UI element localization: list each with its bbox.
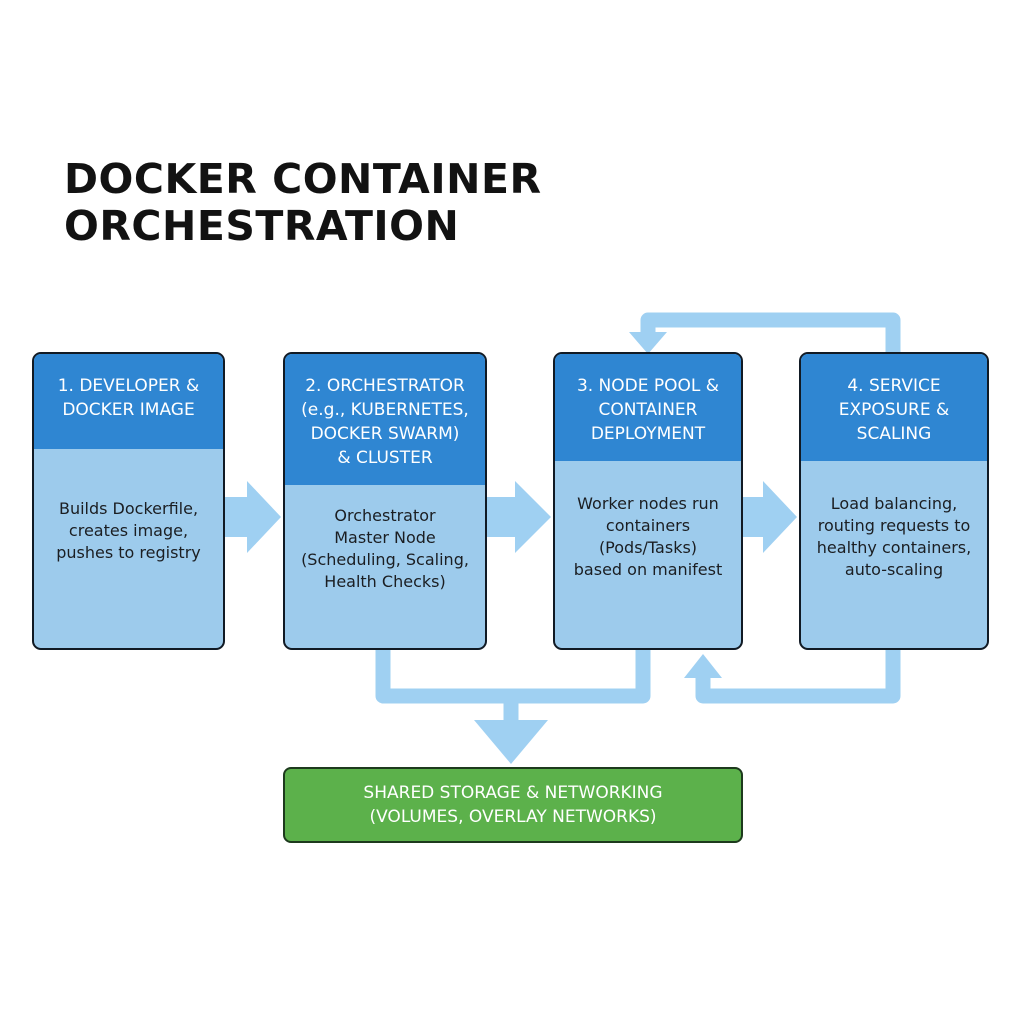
step-4-heading: 4. SERVICE EXPOSURE & SCALING [801,354,987,461]
step-1-heading: 1. DEVELOPER & DOCKER IMAGE [34,354,223,449]
title-line-1: DOCKER CONTAINER [64,155,542,203]
merge-step2-to-storage [375,650,519,722]
step-2-heading-line: & CLUSTER [337,448,433,468]
step-3-node-pool-deployment: 3. NODE POOL & CONTAINER DEPLOYMENT Work… [553,352,743,650]
step-3-heading: 3. NODE POOL & CONTAINER DEPLOYMENT [555,354,741,461]
step-4-body-line: healthy containers, [816,537,972,557]
step-4-body-line: auto-scaling [844,559,944,579]
arrowhead-loop-top [629,332,667,354]
title-line-2: ORCHESTRATION [64,202,460,250]
step-4-heading-line: 4. SERVICE [847,376,941,396]
arrow-step2-to-step3 [487,481,551,553]
step-2-heading: 2. ORCHESTRATOR (e.g., KUBERNETES, DOCKE… [285,354,485,485]
step-3-body-line: Worker nodes run [577,493,719,513]
storage-line-2: (VOLUMES, OVERLAY NETWORKS) [369,807,657,827]
step-4-body-line: routing requests to [817,515,971,535]
storage-line-1: SHARED STORAGE & NETWORKING [363,783,663,803]
step-1-heading-line: DOCKER IMAGE [62,400,195,420]
step-2-heading-line: (e.g., KUBERNETES, [301,400,469,420]
merge-step3-to-storage [511,650,651,704]
step-1-body-line: pushes to registry [56,542,201,562]
step-4-heading-line: EXPOSURE & [838,400,950,420]
step-2-heading-line: DOCKER SWARM) [310,424,460,444]
diagram-title: DOCKER CONTAINER ORCHESTRATION [64,156,542,250]
loop-bottom-step4-to-step3 [695,650,901,704]
step-3-body-line: containers [605,515,691,535]
step-3-body-line: (Pods/Tasks) [598,537,698,557]
step-3-heading-line: CONTAINER [598,400,698,420]
step-2-body-line: (Scheduling, Scaling, [301,549,469,569]
loop-top-step4-to-step3 [640,312,901,353]
step-3-description: Worker nodes run containers (Pods/Tasks)… [555,461,741,648]
step-4-service-exposure-scaling: 4. SERVICE EXPOSURE & SCALING Load balan… [799,352,989,650]
arrowhead-to-storage [474,720,548,764]
step-1-body-line: creates image, [68,520,189,540]
step-3-body-line: based on manifest [573,559,723,579]
arrowhead-loop-bottom [684,654,722,678]
step-2-body-line: Health Checks) [324,571,446,591]
step-4-heading-line: SCALING [856,424,932,444]
shared-storage-networking-box: SHARED STORAGE & NETWORKING (VOLUMES, OV… [283,767,743,843]
step-2-orchestrator-cluster: 2. ORCHESTRATOR (e.g., KUBERNETES, DOCKE… [283,352,487,650]
step-1-heading-line: 1. DEVELOPER & [57,376,200,396]
arrow-step3-to-step4 [743,481,797,553]
step-4-body-line: Load balancing, [830,493,958,513]
step-3-heading-line: 3. NODE POOL & [576,376,720,396]
arrow-step1-to-step2 [225,481,281,553]
step-3-heading-line: DEPLOYMENT [590,424,706,444]
step-2-heading-line: 2. ORCHESTRATOR [305,376,465,396]
step-2-body-line: Orchestrator [334,505,436,525]
step-4-description: Load balancing, routing requests to heal… [801,461,987,648]
step-1-body-line: Builds Dockerfile, [58,498,199,518]
step-1-description: Builds Dockerfile, creates image, pushes… [34,449,223,648]
step-2-description: Orchestrator Master Node (Scheduling, Sc… [285,485,485,648]
step-1-developer-docker-image: 1. DEVELOPER & DOCKER IMAGE Builds Docke… [32,352,225,650]
step-2-body-line: Master Node [334,527,436,547]
